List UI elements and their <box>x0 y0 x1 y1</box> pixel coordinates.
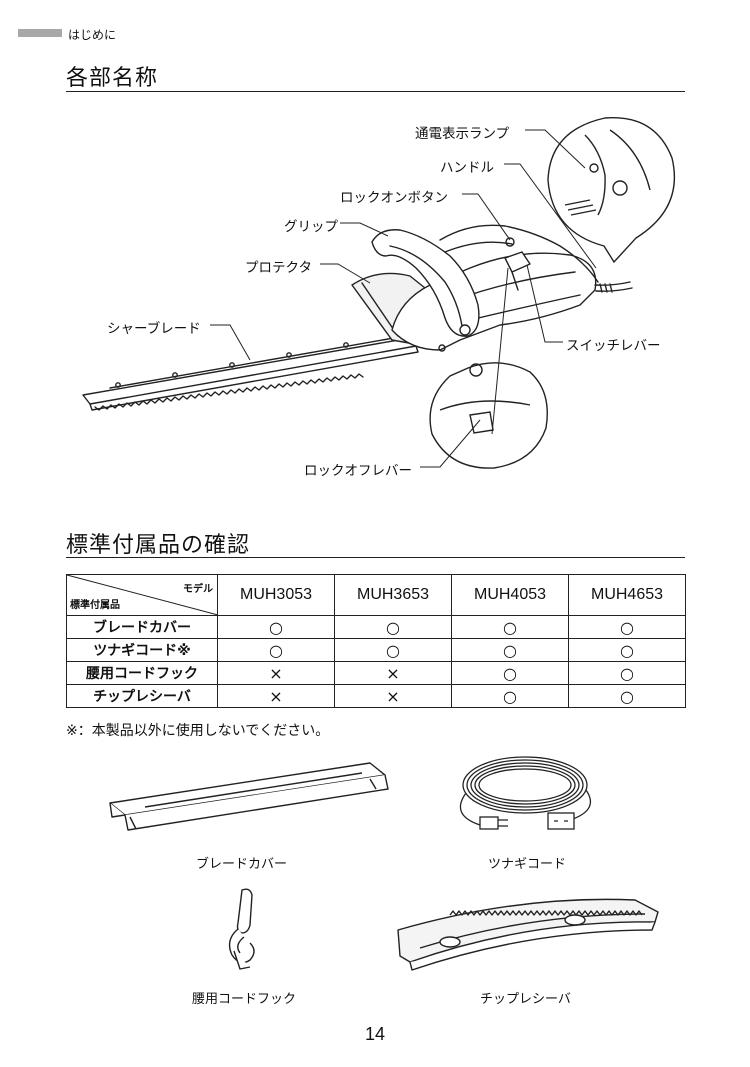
row-value: × <box>334 684 452 708</box>
model-header: MUH3653 <box>334 574 452 616</box>
hedge-trimmer-illustration <box>82 116 676 469</box>
row-value: ○ <box>451 638 569 662</box>
accessories-table: モデル 標準付属品 MUH3053 MUH3653 MUH4053 MUH465… <box>66 574 686 708</box>
caption-chip-receiver: チップレシーバ <box>480 992 571 1007</box>
row-value: × <box>217 684 335 708</box>
blade-cover-illustration <box>109 762 389 831</box>
model-header: MUH4053 <box>451 574 569 616</box>
row-value: ○ <box>217 638 335 662</box>
row-value: ○ <box>568 661 686 685</box>
row-item-name: 腰用コードフック <box>66 661 218 685</box>
row-item-name: チップレシーバ <box>66 684 218 708</box>
corner-items-label: 標準付属品 <box>70 600 120 611</box>
caption-blade-cover: ブレードカバー <box>196 857 288 872</box>
label-protector: プロテクタ <box>245 260 312 276</box>
table-row: 腰用コードフック × × ○ ○ <box>66 661 686 685</box>
label-power-lamp: 通電表示ランプ <box>415 126 510 142</box>
chip-receiver-illustration <box>397 898 659 971</box>
caption-extension-cord: ツナギコード <box>488 857 567 872</box>
row-value: ○ <box>217 615 335 639</box>
belt-cord-hook-illustration <box>228 888 255 970</box>
row-item-name: ツナギコード※ <box>66 638 218 662</box>
extension-cord-illustration <box>459 756 591 830</box>
label-lock-on-button: ロックオンボタン <box>340 190 448 206</box>
section-marker <box>18 29 62 37</box>
title-rule <box>66 91 685 92</box>
model-header: MUH4653 <box>568 574 686 616</box>
parts-title: 各部名称 <box>66 66 159 91</box>
row-value: × <box>217 661 335 685</box>
model-header: MUH3053 <box>217 574 335 616</box>
accessories-rule <box>66 557 685 558</box>
label-grip: グリップ <box>284 219 338 235</box>
row-item-name: ブレードカバー <box>66 615 218 639</box>
diagonal-line <box>66 574 219 616</box>
table-corner-cell: モデル 標準付属品 <box>66 574 219 616</box>
label-lock-off-lever: ロックオフレバー <box>304 463 412 479</box>
table-row: ブレードカバー ○ ○ ○ ○ <box>66 615 686 639</box>
row-value: ○ <box>568 615 686 639</box>
row-value: × <box>334 661 452 685</box>
row-value: ○ <box>451 615 569 639</box>
table-header-row: モデル 標準付属品 MUH3053 MUH3653 MUH4053 MUH465… <box>66 574 686 616</box>
caption-belt-cord-hook: 腰用コードフック <box>192 992 297 1007</box>
corner-model-label: モデル <box>183 584 213 595</box>
row-value: ○ <box>451 684 569 708</box>
label-shear-blade: シャーブレード <box>107 321 201 337</box>
usage-note: ※：本製品以外に使用しないでください。 <box>66 723 330 739</box>
label-handle: ハンドル <box>440 160 494 176</box>
table-row: ツナギコード※ ○ ○ ○ ○ <box>66 638 686 662</box>
row-value: ○ <box>334 638 452 662</box>
row-value: ○ <box>568 638 686 662</box>
page-number: 14 <box>364 1024 386 1044</box>
row-value: ○ <box>451 661 569 685</box>
row-value: ○ <box>334 615 452 639</box>
row-value: ○ <box>568 684 686 708</box>
accessories-title: 標準付属品の確認 <box>66 533 251 558</box>
table-row: チップレシーバ × × ○ ○ <box>66 684 686 708</box>
section-label: はじめに <box>68 28 117 42</box>
label-switch-lever: スイッチレバー <box>566 338 661 354</box>
